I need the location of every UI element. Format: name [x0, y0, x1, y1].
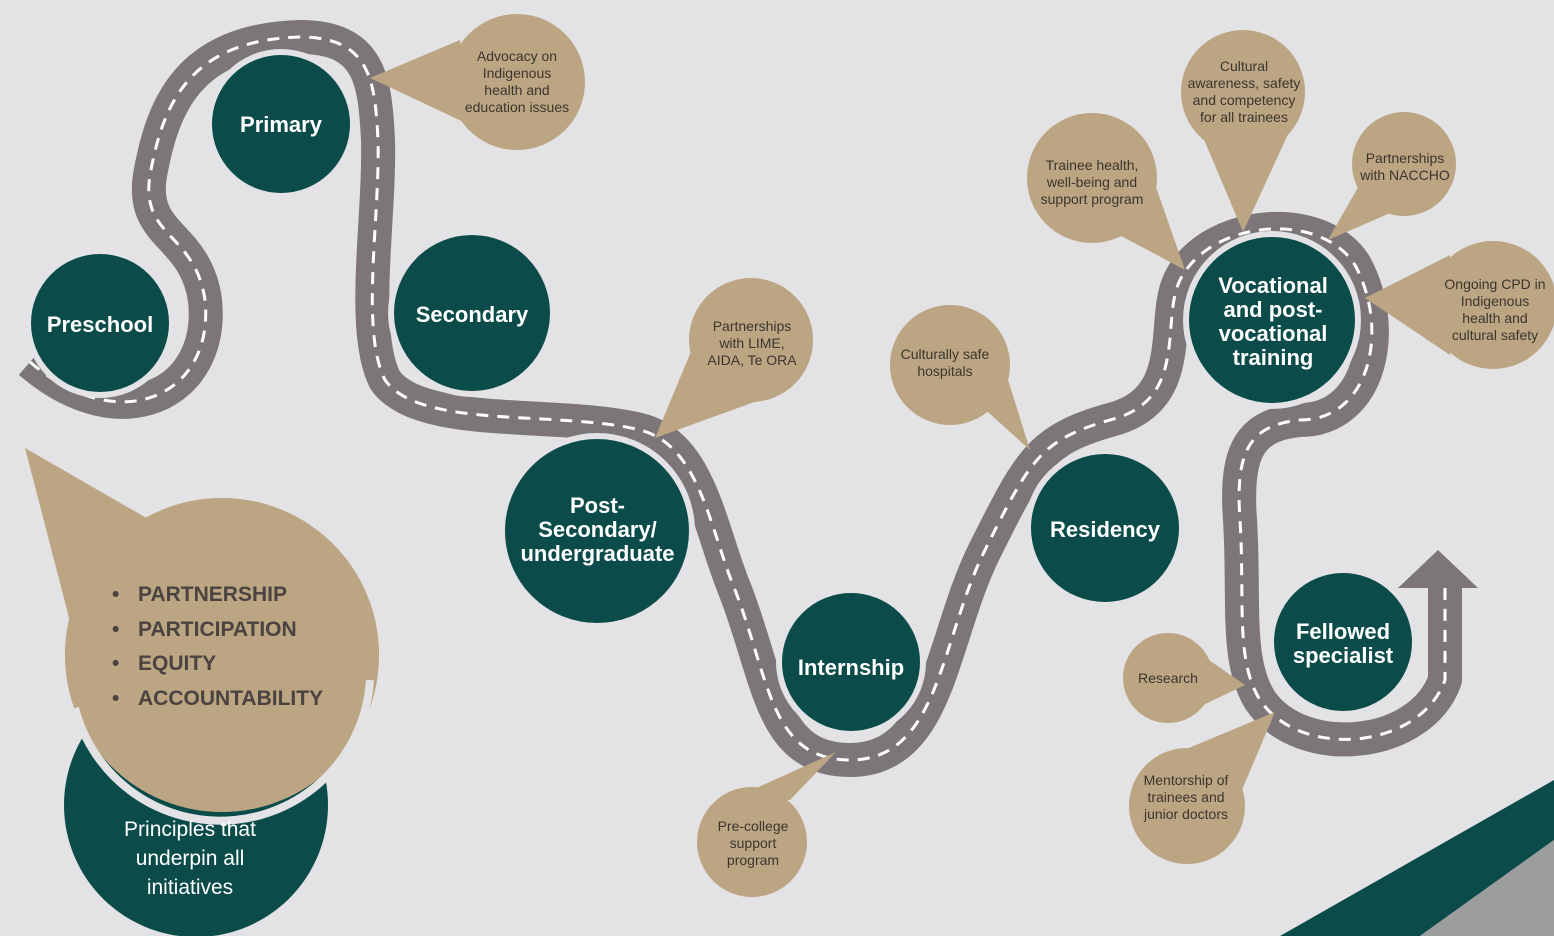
bubble-mentorship [1129, 712, 1275, 864]
bubble-pre-college [697, 752, 836, 897]
principles-list: PARTNERSHIP PARTICIPATION EQUITY ACCOUNT… [112, 578, 323, 716]
bubble-research [1123, 633, 1245, 723]
circle-primary [206, 49, 356, 199]
circle-secondary [388, 229, 556, 397]
stage-circles [25, 49, 1418, 737]
principle-item: PARTNERSHIP [112, 578, 323, 613]
principles-bubble-border-cut [71, 679, 374, 825]
bubble-partnerships-naccho [1328, 112, 1456, 240]
principle-item: EQUITY [112, 647, 323, 682]
bubble-advocacy [370, 14, 585, 150]
road-dashes [29, 35, 1447, 762]
road-arrowhead [1398, 550, 1478, 588]
corner-band [1280, 780, 1554, 936]
circle-residency [1025, 448, 1185, 608]
road [18, 20, 1478, 777]
circle-vocational [1183, 231, 1361, 409]
bubble-trainee-health [1027, 113, 1185, 270]
circle-post-secondary [499, 433, 695, 629]
circle-internship [776, 587, 926, 737]
circle-preschool [25, 248, 175, 398]
bubble-culturally-safe [890, 305, 1030, 450]
circle-fellowed [1268, 567, 1418, 717]
principle-item: PARTICIPATION [112, 613, 323, 648]
bubble-partnerships-lime [655, 278, 813, 438]
bubble-cultural-awareness [1181, 30, 1305, 232]
principle-item: ACCOUNTABILITY [112, 682, 323, 717]
bubble-ongoing-cpd [1365, 241, 1554, 369]
